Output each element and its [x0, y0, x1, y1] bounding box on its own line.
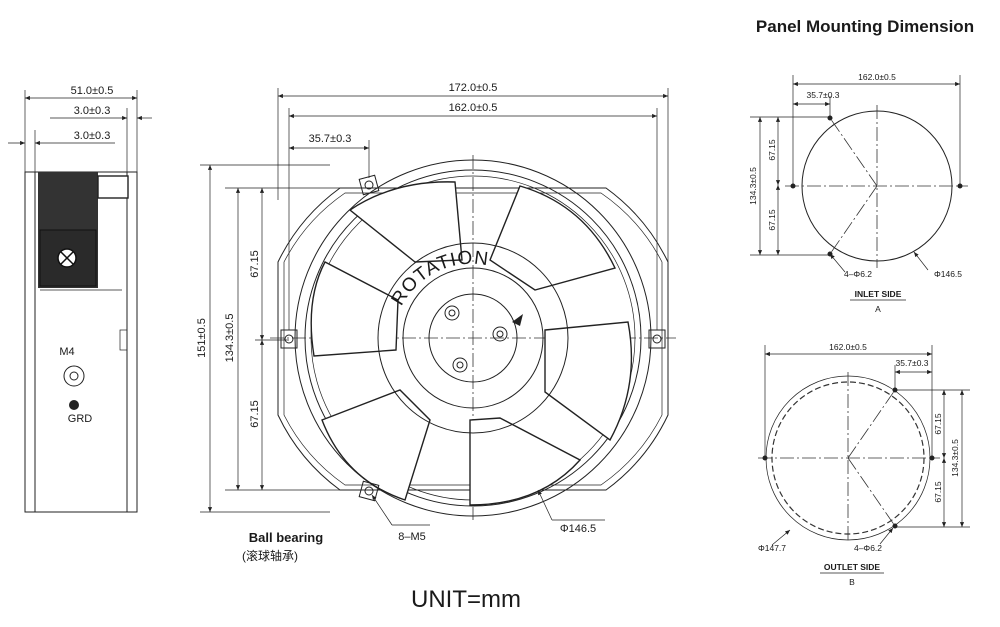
inlet-side-view: 162.0±0.5 35.7±0.3 134.3±0.5 67.15 67.15… [748, 72, 968, 314]
outlet-diameter: Φ147.7 [758, 543, 786, 553]
outlet-half-upper: 67.15 [933, 413, 943, 435]
outlet-hole-offset: 35.7±0.3 [895, 358, 928, 368]
inlet-hole-spacing: 162.0±0.5 [858, 72, 896, 82]
side-width-dim: 51.0±0.5 [71, 85, 114, 97]
outlet-half-lower: 67.15 [933, 481, 943, 503]
outlet-side-label: OUTLET SIDE [824, 562, 881, 572]
screw-holes-label: 8–M5 [398, 531, 426, 543]
front-overall-height: 151±0.5 [196, 318, 208, 358]
outlet-height: 134.3±0.5 [950, 439, 960, 477]
rotation-label: ROTATION [388, 247, 491, 309]
bearing-label: Ball bearing [249, 530, 323, 545]
outlet-side-letter: B [849, 577, 855, 587]
front-half-lower: 67.15 [249, 400, 261, 428]
front-overall-width: 172.0±0.5 [449, 82, 498, 94]
front-hole-spacing: 162.0±0.5 [449, 102, 498, 114]
side-flange-dim-2: 3.0±0.3 [74, 130, 111, 142]
outlet-hole-spacing: 162.0±0.5 [829, 342, 867, 352]
bearing-label-cn: (滚球轴承) [242, 548, 298, 563]
inlet-hole-offset: 35.7±0.3 [806, 90, 839, 100]
front-hole-height: 134.3±0.5 [224, 314, 236, 363]
inlet-side-label: INLET SIDE [855, 289, 902, 299]
rotation-arrow-icon [512, 314, 523, 326]
ground-icon [69, 400, 79, 410]
ground-label: GRD [68, 413, 93, 425]
outlet-side-view: 162.0±0.5 35.7±0.3 134.3±0.5 67.15 67.15… [758, 342, 970, 587]
unit-label: UNIT=mm [411, 586, 521, 613]
front-view: 172.0±0.5 162.0±0.5 35.7±0.3 151±0.5 134… [196, 82, 676, 563]
inlet-holes-label: 4–Φ6.2 [844, 269, 872, 279]
side-flange-dim-1: 3.0±0.3 [74, 105, 111, 117]
side-view: 51.0±0.5 3.0±0.3 3.0±0.3 M4 GRD [8, 85, 152, 513]
page-title: Panel Mounting Dimension [756, 17, 974, 36]
inlet-half-upper: 67.15 [767, 139, 777, 161]
impeller-dia-label: Φ146.5 [560, 523, 596, 535]
inlet-side-letter: A [875, 304, 881, 314]
front-half-upper: 67.15 [249, 250, 261, 278]
inlet-half-lower: 67.15 [767, 209, 777, 231]
front-hole-offset: 35.7±0.3 [309, 133, 352, 145]
inlet-height: 134.3±0.5 [748, 167, 758, 205]
inlet-diameter: Φ146.5 [934, 269, 962, 279]
outlet-holes-label: 4–Φ6.2 [854, 543, 882, 553]
screw-label: M4 [59, 346, 74, 358]
